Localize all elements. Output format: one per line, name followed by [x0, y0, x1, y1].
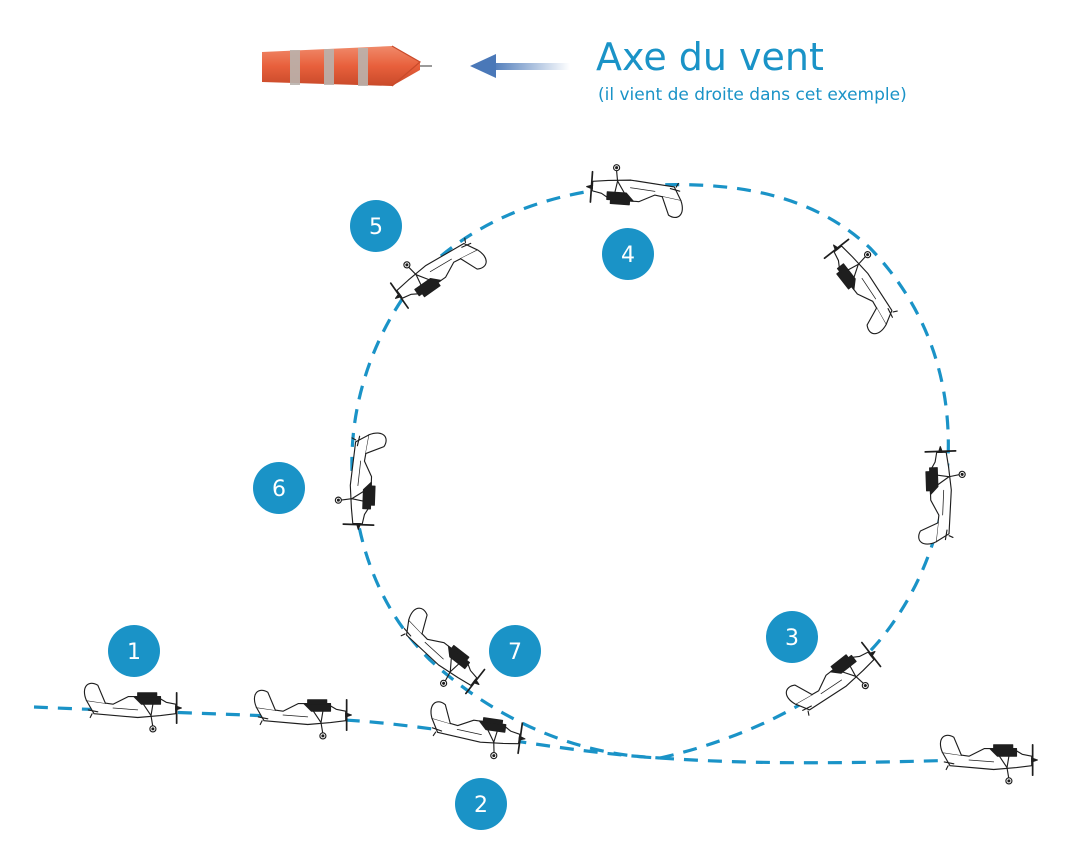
airplane-icon [253, 689, 353, 740]
position-badge-1: 1 [108, 625, 160, 677]
airplane-icon [386, 604, 495, 705]
flight-path-loop [350, 183, 950, 760]
position-badge-7: 7 [489, 625, 541, 677]
airplane-icon [914, 444, 969, 546]
airplane-icon [584, 161, 686, 219]
position-label-7: 7 [508, 640, 522, 665]
position-badge-6: 6 [253, 462, 305, 514]
windsock-icon [262, 45, 432, 87]
position-label-6: 6 [272, 477, 286, 502]
position-badge-2: 2 [455, 778, 507, 830]
position-badge-3: 3 [766, 611, 818, 663]
flight-path-exit [659, 756, 963, 765]
arrow-left-icon [470, 54, 570, 78]
airplane-icon [333, 430, 388, 532]
airplane-icon [424, 700, 530, 764]
position-label-2: 2 [474, 793, 488, 818]
position-label-3: 3 [785, 626, 799, 651]
header-subtitle: (il vient de droite dans cet exemple) [598, 85, 907, 105]
position-badge-4: 4 [602, 228, 654, 280]
position-label-5: 5 [369, 215, 383, 240]
header-title: Axe du vent [596, 35, 824, 79]
position-label-1: 1 [127, 640, 141, 665]
airplane-icon [83, 682, 183, 733]
airplane-icon [939, 734, 1039, 785]
position-label-4: 4 [621, 243, 635, 268]
position-badge-5: 5 [350, 200, 402, 252]
